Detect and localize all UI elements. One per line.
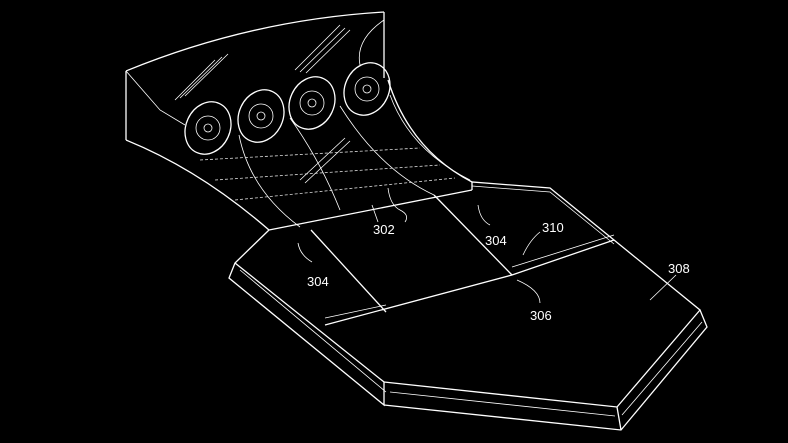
ramp-right-edge xyxy=(387,79,473,183)
label-302: 302 xyxy=(373,222,395,237)
leader-304-left xyxy=(297,242,313,263)
label-306: 306 xyxy=(530,308,552,323)
ramp-left-edge xyxy=(125,139,270,231)
channel-line-2 xyxy=(289,117,341,211)
label-310: 310 xyxy=(542,220,564,235)
hood-right-curve xyxy=(358,19,385,66)
label-304-right: 304 xyxy=(485,233,507,248)
platform-left-face xyxy=(228,229,385,407)
platform xyxy=(228,181,708,431)
channel-line-3 xyxy=(339,105,435,196)
glare-lines-right xyxy=(294,24,351,74)
leaders xyxy=(297,187,677,304)
label-308: 308 xyxy=(668,261,690,276)
fan-2 xyxy=(237,89,285,143)
fan-1 xyxy=(184,101,232,155)
fans xyxy=(184,62,391,155)
channel-line-4 xyxy=(389,94,471,181)
fan-3 xyxy=(288,76,336,130)
channel-line-1 xyxy=(238,134,301,228)
right-channel-edge xyxy=(433,194,513,276)
leader-310 xyxy=(522,231,541,256)
glare-lines-left xyxy=(174,53,229,101)
leader-302 xyxy=(387,187,408,223)
platform-top-outline xyxy=(383,181,701,408)
leader-304-right xyxy=(477,204,491,226)
ramp-bottom-edge xyxy=(268,189,473,231)
strip-310 xyxy=(324,234,615,319)
right-rail xyxy=(471,185,615,245)
hood-top-edge xyxy=(125,11,385,72)
leader-306 xyxy=(516,279,541,304)
divider-306 xyxy=(324,239,615,326)
hood-inner-edge xyxy=(125,70,186,126)
glare-lines-ramp xyxy=(299,137,351,184)
center-marker xyxy=(371,204,379,223)
ramp-cross-lines xyxy=(199,147,456,201)
fan-4 xyxy=(343,62,391,116)
platform-bevel-lines xyxy=(239,269,703,417)
ramp xyxy=(125,79,473,231)
hood xyxy=(125,11,385,140)
left-channel-edge xyxy=(310,229,387,313)
platform-front-face xyxy=(383,309,708,431)
label-304-left: 304 xyxy=(307,274,329,289)
platform-corner-edge xyxy=(616,406,622,431)
leader-308 xyxy=(649,274,677,301)
